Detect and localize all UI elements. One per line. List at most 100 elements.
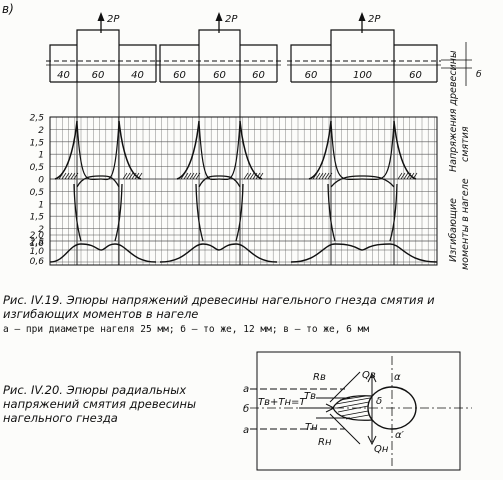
wood-block-outline <box>256 351 461 471</box>
moment-curve <box>159 243 278 263</box>
force-arrows <box>299 371 377 446</box>
stress-curve-right-drop <box>114 183 123 242</box>
member-left-outline <box>159 44 199 82</box>
stress-hatch <box>246 172 252 180</box>
side-label-stress-line2: смятия <box>460 126 471 162</box>
tick-label-stress: 2,5 <box>30 114 45 124</box>
tick-label-stress: 0 <box>38 176 44 186</box>
load-arrow-head <box>97 12 105 21</box>
stress-hatch <box>195 172 201 180</box>
stress-hatch <box>312 172 318 180</box>
stress-hatch <box>255 172 261 180</box>
stress-hatch <box>249 172 255 180</box>
side-label-stress-line1: Напряжения древесины <box>448 50 459 172</box>
moment-curve <box>290 243 438 263</box>
dimension-left: 60 <box>173 70 186 81</box>
stress-hatch <box>180 172 186 180</box>
figure-20-caption: Рис. IV.20. Эпюры радиальных напряжений … <box>3 383 197 425</box>
stress-hatch <box>403 172 409 180</box>
label-r-v: Rв <box>313 372 326 383</box>
stress-hatch <box>243 172 249 180</box>
dimension-middle: 100 <box>353 70 372 81</box>
stress-hatch <box>125 172 131 180</box>
stress-hatch <box>409 172 415 180</box>
member-middle-outline <box>76 29 120 82</box>
tick-label-moment: 0,6 <box>30 257 45 267</box>
tick-label-moment: 2,0 <box>30 231 45 241</box>
stress-hatch <box>400 172 406 180</box>
stress-hatch <box>189 172 195 180</box>
label-t-sum: Tв+Tн=T <box>258 397 306 408</box>
label-t-n: Tн <box>305 422 318 433</box>
delta-label: б <box>476 70 482 80</box>
stress-curve-lower <box>76 175 120 188</box>
stress-curve-lower <box>330 175 395 188</box>
stress-hatch <box>252 172 258 180</box>
side-label-moment-line2: моменты в нагеле <box>460 178 471 270</box>
stress-hatch <box>134 172 140 180</box>
stress-hatch <box>58 172 64 180</box>
stress-curve-right-drop <box>235 183 244 242</box>
load-arrow-head <box>215 12 223 21</box>
stress-hatch <box>183 172 189 180</box>
stress-hatch <box>131 172 137 180</box>
stress-curve-lower <box>198 175 241 188</box>
dimension-middle: 60 <box>92 70 105 81</box>
stress-curve-left-drop <box>195 183 204 242</box>
tick-label-stress: 0,5 <box>30 163 45 173</box>
stress-hatch <box>324 172 330 180</box>
member-middle-outline <box>330 29 395 82</box>
tick-label-stress: 1 <box>38 200 44 210</box>
tick-label-stress: 2,5 <box>30 238 45 248</box>
stress-hatch <box>321 172 327 180</box>
figure-19-subcaption: а — при диаметре нагеля 25 мм; б — то же… <box>3 324 370 335</box>
stress-hatch <box>327 172 333 180</box>
stress-curve-middle <box>198 120 241 181</box>
dimension-middle: 60 <box>213 70 226 81</box>
stress-hatch <box>258 172 264 180</box>
stress-hatch <box>70 172 76 180</box>
stress-curve-right-drop <box>389 183 398 242</box>
dowel-hole <box>367 386 417 430</box>
label-t-v: Tв <box>304 391 316 402</box>
tick-label-stress: 1,5 <box>30 213 45 223</box>
stress-curve-middle <box>330 120 395 181</box>
label-q-n: Qн <box>374 444 389 455</box>
label-b: б <box>243 403 249 415</box>
moment-curve <box>49 243 157 263</box>
stress-curve-right-peak <box>239 120 263 180</box>
stress-curve-right-peak <box>393 120 417 180</box>
tick-label-stress: 2 <box>38 225 44 235</box>
grid-frame <box>49 116 438 266</box>
stress-hatch <box>315 172 321 180</box>
member-middle-outline <box>198 29 241 82</box>
load-arrow-head <box>358 12 366 21</box>
stress-curve-left-peak <box>176 120 200 180</box>
stress-hatch <box>406 172 412 180</box>
label-alpha: α <box>394 372 401 383</box>
tick-label-stress: 2 <box>38 126 44 136</box>
tick-label-moment: 1,6 <box>30 239 45 249</box>
member-right-outline <box>119 44 157 82</box>
stress-curve-left-drop <box>73 183 82 242</box>
stress-hatch <box>67 172 73 180</box>
label-delta: δ <box>376 396 382 407</box>
figure-19-caption: Рис. IV.19. Эпюры напряжений древесины н… <box>3 293 435 321</box>
member-right-outline <box>394 44 438 82</box>
stress-hatch <box>73 172 79 180</box>
dimension-left: 60 <box>305 70 318 81</box>
tick-label-stress: 0,5 <box>30 188 45 198</box>
label-alpha-prime: α′ <box>395 430 405 441</box>
load-label: 2P <box>107 14 120 25</box>
tick-label-moment: 1,0 <box>30 247 45 257</box>
load-label: 2P <box>368 14 381 25</box>
tick-label-stress: 1 <box>38 151 44 161</box>
label-q-v: Qв <box>362 370 376 381</box>
stress-hatch <box>122 172 128 180</box>
stress-hatch <box>318 172 324 180</box>
side-label-moment-line1: Изгибающие <box>448 198 459 262</box>
stress-curve-left-drop <box>327 183 336 242</box>
